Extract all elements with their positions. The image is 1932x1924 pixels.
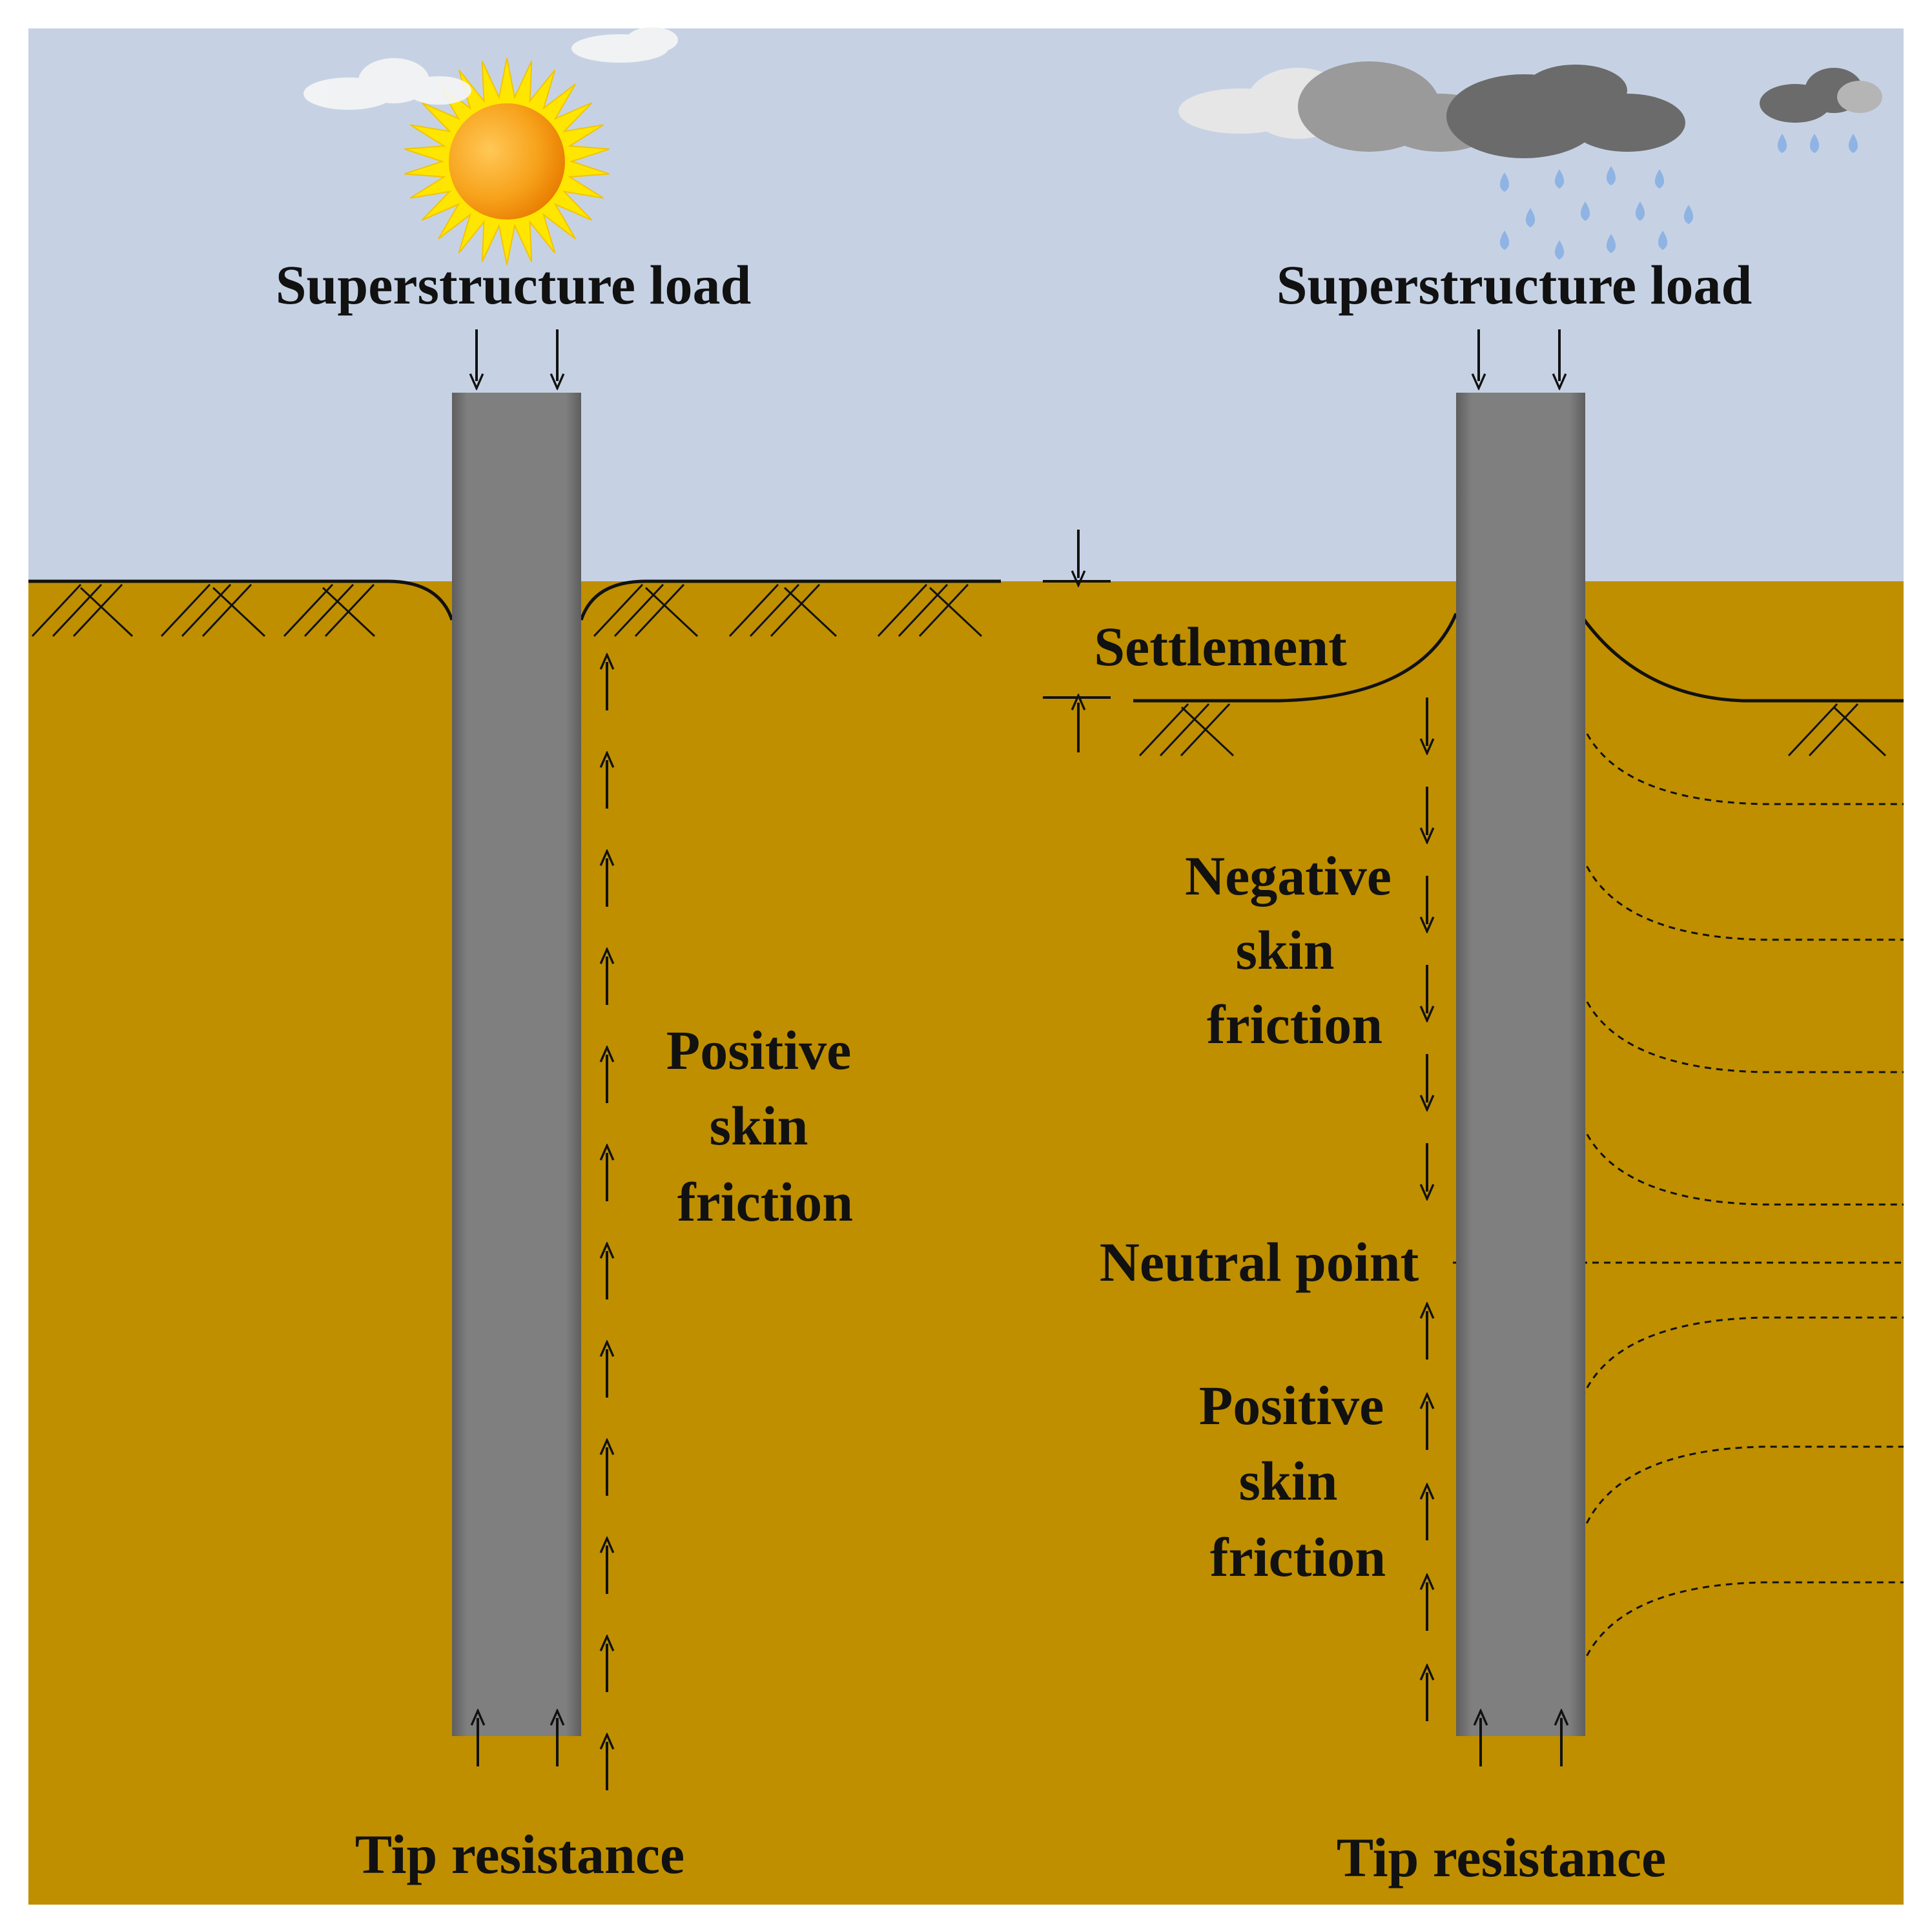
left-ground-surface bbox=[28, 579, 1001, 621]
left-tip-label: Tip resistance bbox=[355, 1823, 684, 1885]
raindrop bbox=[1606, 234, 1616, 253]
neutral-point-label: Neutral point bbox=[1100, 1231, 1419, 1293]
raindrop bbox=[1499, 231, 1510, 250]
right-load-label: Superstructure load bbox=[1277, 254, 1752, 316]
hatch-mark bbox=[1787, 703, 1838, 757]
left-pile bbox=[452, 393, 581, 1736]
hatch-mark bbox=[634, 583, 685, 637]
raindrop bbox=[1848, 134, 1858, 153]
soil-hatching bbox=[31, 583, 1887, 757]
left-friction-label-line-2: skin bbox=[709, 1095, 808, 1157]
hatch-mark bbox=[31, 583, 82, 637]
raindrop bbox=[1525, 208, 1536, 227]
hatch-mark bbox=[52, 583, 103, 637]
hatch-mark bbox=[324, 583, 375, 637]
hatch-mark bbox=[929, 586, 983, 637]
hatch-mark bbox=[79, 586, 134, 637]
settlement-label: Settlement bbox=[1094, 615, 1347, 678]
raindrop bbox=[1809, 134, 1820, 153]
negative-friction-label-line-2: skin bbox=[1235, 919, 1334, 981]
left-friction-label-line-1: Positive bbox=[666, 1019, 852, 1081]
raindrop bbox=[1654, 169, 1665, 189]
raindrop bbox=[1580, 202, 1590, 221]
negative-friction-label-line-1: Negative bbox=[1185, 845, 1392, 907]
raindrop bbox=[1499, 172, 1510, 192]
right-positive-friction-label-line-1: Positive bbox=[1199, 1374, 1384, 1436]
left-load-label: Superstructure load bbox=[276, 254, 752, 316]
hatch-mark bbox=[1833, 706, 1887, 757]
sun-icon bbox=[404, 57, 610, 265]
hatch-mark bbox=[898, 583, 949, 637]
hatch-mark bbox=[181, 583, 232, 637]
settlement-dimension bbox=[1043, 580, 1111, 699]
raindrop bbox=[1554, 169, 1565, 189]
raindrop bbox=[1554, 240, 1565, 260]
hatch-mark bbox=[1138, 703, 1189, 757]
raindrop bbox=[1658, 231, 1668, 250]
hatch-mark bbox=[72, 583, 123, 637]
hatch-mark bbox=[770, 583, 821, 637]
hatch-mark bbox=[1159, 703, 1210, 757]
hatch-mark bbox=[160, 583, 211, 637]
hatch-mark bbox=[593, 583, 644, 637]
hatch-mark bbox=[613, 583, 664, 637]
hatch-mark bbox=[283, 583, 334, 637]
hatch-mark bbox=[783, 586, 838, 637]
right-positive-friction-label-line-2: skin bbox=[1238, 1450, 1337, 1512]
force-arrows bbox=[477, 329, 1561, 1790]
raindrop bbox=[1683, 205, 1694, 224]
hatch-mark bbox=[303, 583, 355, 637]
raindrop bbox=[1635, 202, 1645, 221]
raindrop bbox=[1777, 134, 1787, 153]
right-pile bbox=[1456, 393, 1585, 1736]
hatch-mark bbox=[1808, 703, 1859, 757]
hatch-mark bbox=[877, 583, 928, 637]
left-friction-label-line-3: friction bbox=[677, 1171, 853, 1233]
small-cloud-icon bbox=[303, 27, 678, 110]
hatch-mark bbox=[644, 586, 699, 637]
rain-cloud-icon bbox=[1178, 61, 1882, 260]
negative-friction-label-line-3: friction bbox=[1207, 993, 1382, 1055]
soil bbox=[28, 581, 1904, 1905]
right-ground-surface bbox=[1133, 613, 1904, 703]
right-tip-label: Tip resistance bbox=[1337, 1826, 1666, 1888]
hatch-mark bbox=[322, 586, 376, 637]
hatch-mark bbox=[201, 583, 252, 637]
hatch-mark bbox=[1180, 706, 1235, 757]
right-positive-friction-label-line-3: friction bbox=[1210, 1526, 1386, 1588]
hatch-mark bbox=[212, 586, 266, 637]
hatch-mark bbox=[918, 583, 969, 637]
raindrop bbox=[1606, 166, 1616, 185]
hatch-mark bbox=[728, 583, 779, 637]
